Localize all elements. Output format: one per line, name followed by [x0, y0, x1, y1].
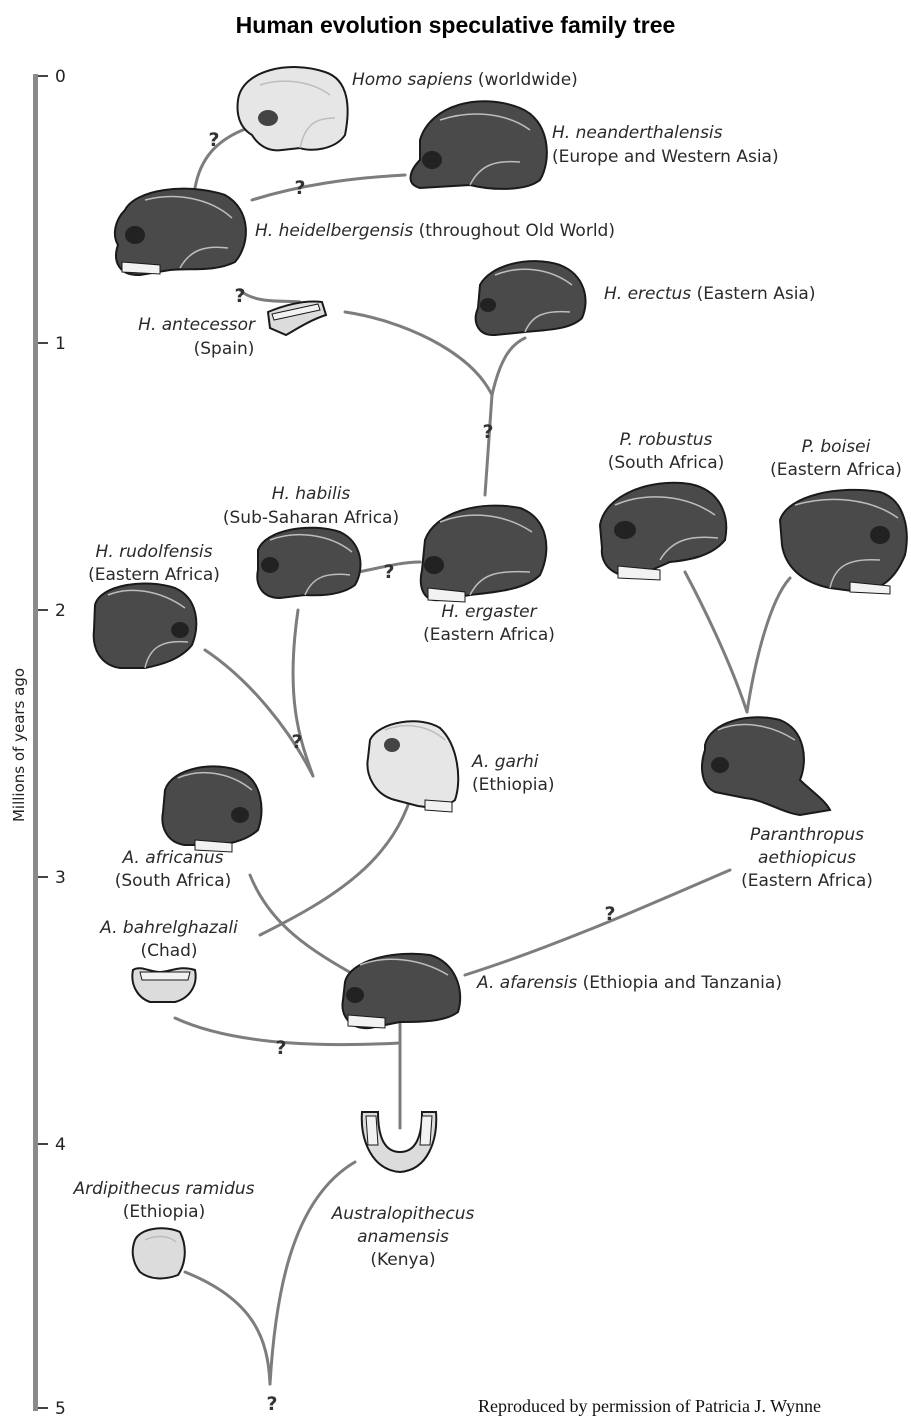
skull-h-habilis [256, 526, 362, 600]
label-paranthropus-aethiopicus: Paranthropus aethiopicus (Eastern Africa… [741, 825, 873, 891]
skull-h-erectus [474, 260, 587, 337]
svg-text:Paranthropus: Paranthropus [750, 825, 864, 845]
skull-a-africanus [161, 765, 263, 853]
tick-label: 5 [55, 1399, 66, 1419]
skull-p-boisei [778, 488, 908, 595]
svg-text:(South Africa): (South Africa) [608, 453, 725, 473]
svg-text:(Kenya): (Kenya) [370, 1250, 435, 1270]
time-axis: 0 1 2 3 4 5 Millions of years ago [10, 67, 66, 1419]
axis-label: Millions of years ago [10, 668, 28, 822]
skull-a-garhi [366, 720, 460, 813]
skull-a-afarensis [341, 952, 462, 1030]
label-h-erectus: H. erectus (Eastern Asia) [604, 284, 815, 304]
svg-text:H. ergaster: H. ergaster [441, 602, 537, 622]
svg-text:(Eastern Africa): (Eastern Africa) [741, 871, 873, 891]
svg-text:A. africanus: A. africanus [121, 848, 223, 868]
label-a-bahrelghazali: A. bahrelghazali (Chad) [99, 918, 238, 961]
permission-credit: Reproduced by permission of Patricia J. … [478, 1396, 822, 1416]
svg-text:(Eastern Africa): (Eastern Africa) [88, 565, 220, 585]
axis-bar [33, 74, 38, 1411]
svg-text:H. erectus (Eastern Asia): H. erectus (Eastern Asia) [604, 284, 815, 304]
question-mark: ? [266, 1393, 277, 1415]
question-mark: ? [291, 731, 302, 753]
svg-text:H. antecessor: H. antecessor [138, 315, 256, 335]
svg-text:(Eastern Africa): (Eastern Africa) [770, 460, 902, 480]
tick-label: 2 [55, 601, 66, 621]
jaw-australopithecus-anamensis [360, 1111, 438, 1174]
svg-text:A. bahrelghazali: A. bahrelghazali [99, 918, 238, 938]
question-mark: ? [208, 129, 219, 151]
label-h-rudolfensis: H. rudolfensis (Eastern Africa) [88, 542, 220, 585]
skull-h-ergaster [419, 504, 548, 603]
tick-label: 3 [55, 868, 66, 888]
label-h-habilis: H. habilis (Sub-Saharan Africa) [223, 484, 399, 528]
label-p-robustus: P. robustus (South Africa) [608, 430, 725, 473]
svg-text:H. neanderthalensis: H. neanderthalensis [552, 123, 723, 143]
tick-label: 4 [55, 1135, 66, 1155]
label-h-antecessor: H. antecessor (Spain) [138, 315, 256, 359]
label-ardipithecus-ramidus: Ardipithecus ramidus (Ethiopia) [72, 1179, 254, 1222]
svg-text:aethiopicus: aethiopicus [758, 848, 856, 868]
tick-label: 0 [55, 67, 66, 87]
label-australopithecus-anamensis: Australopithecus anamensis (Kenya) [331, 1204, 475, 1270]
svg-text:(Ethiopia): (Ethiopia) [472, 775, 555, 795]
svg-text:H. habilis: H. habilis [272, 484, 351, 504]
question-mark: ? [234, 285, 245, 307]
diagram-title: Human evolution speculative family tree [235, 12, 676, 38]
svg-text:anamensis: anamensis [357, 1227, 449, 1247]
jaw-a-bahrelghazali [131, 967, 197, 1003]
question-mark: ? [275, 1037, 286, 1059]
skull-paranthropus-aethiopicus [701, 716, 832, 817]
svg-text:(Eastern Africa): (Eastern Africa) [423, 625, 555, 645]
svg-text:Homo sapiens (worldwide): Homo sapiens (worldwide) [352, 70, 578, 90]
question-mark: ? [383, 561, 394, 583]
svg-text:(Spain): (Spain) [194, 339, 255, 359]
label-h-heidelbergensis: H. heidelbergensis (throughout Old World… [255, 221, 615, 241]
svg-text:(Ethiopia): (Ethiopia) [123, 1202, 206, 1222]
question-mark: ? [294, 177, 305, 199]
skull-homo-sapiens [236, 66, 349, 152]
label-p-boisei: P. boisei (Eastern Africa) [770, 437, 902, 480]
skull-p-robustus [598, 481, 728, 581]
skull-h-heidelbergensis [113, 187, 247, 277]
svg-text:P. robustus: P. robustus [620, 430, 713, 450]
svg-text:(Europe and Western Asia): (Europe and Western Asia) [552, 147, 779, 167]
svg-text:(South Africa): (South Africa) [115, 871, 232, 891]
question-mark: ? [604, 903, 615, 925]
svg-text:A. afarensis (Ethiopia and Tan: A. afarensis (Ethiopia and Tanzania) [476, 973, 782, 993]
svg-text:(Chad): (Chad) [140, 941, 197, 961]
label-h-neanderthalensis: H. neanderthalensis (Europe and Western … [552, 123, 779, 167]
label-homo-sapiens: Homo sapiens (worldwide) [352, 70, 578, 90]
svg-text:H. rudolfensis: H. rudolfensis [96, 542, 213, 562]
svg-text:A. garhi: A. garhi [471, 752, 539, 772]
skull-ardipithecus-ramidus [131, 1227, 186, 1280]
svg-text:Ardipithecus ramidus: Ardipithecus ramidus [72, 1179, 254, 1199]
label-h-ergaster: H. ergaster (Eastern Africa) [423, 602, 555, 645]
label-a-garhi: A. garhi (Ethiopia) [471, 752, 555, 795]
svg-text:(Sub-Saharan Africa): (Sub-Saharan Africa) [223, 508, 399, 528]
skull-h-neanderthalensis [409, 100, 548, 190]
skull-h-rudolfensis [92, 582, 198, 669]
label-a-africanus: A. africanus (South Africa) [115, 848, 232, 891]
label-a-afarensis: A. afarensis (Ethiopia and Tanzania) [476, 973, 782, 993]
svg-text:Australopithecus: Australopithecus [331, 1204, 475, 1224]
svg-text:H. heidelbergensis (throughout: H. heidelbergensis (throughout Old World… [255, 221, 615, 241]
uncertainty-marks: ? ? ? ? ? ? ? ? ? [208, 129, 615, 1415]
tick-label: 1 [55, 334, 66, 354]
svg-text:P. boisei: P. boisei [802, 437, 871, 457]
branches [173, 126, 792, 1386]
question-mark: ? [482, 421, 493, 443]
jaw-h-antecessor [266, 300, 328, 337]
